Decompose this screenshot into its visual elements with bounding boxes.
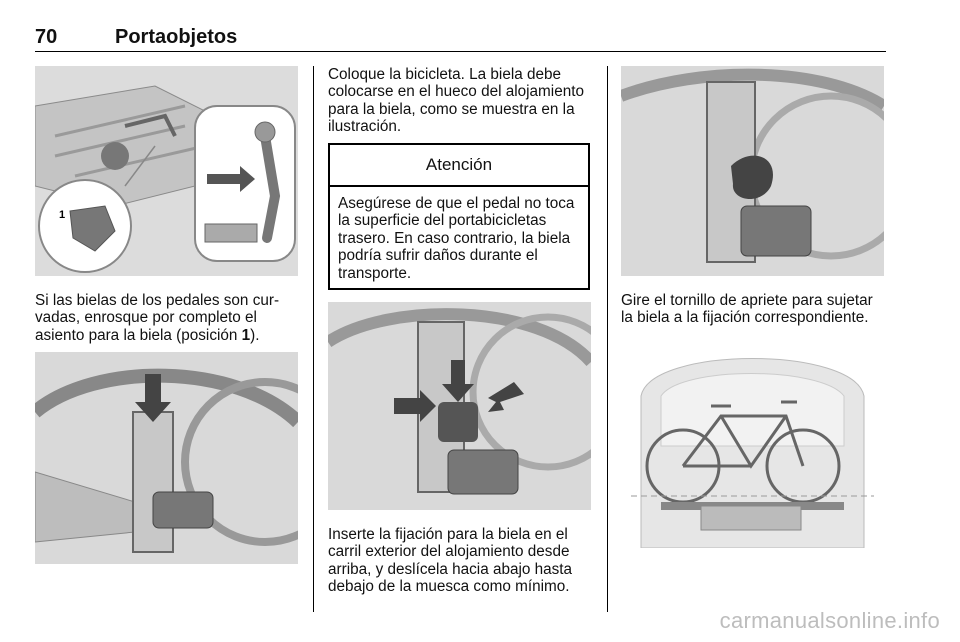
right-line-1: Gire el tornillo de apriete para sujetar bbox=[621, 292, 873, 309]
left-line-2: vadas, enrosque por completo el bbox=[35, 309, 257, 327]
page-header: 70 Portaobjetos bbox=[35, 26, 886, 48]
warning-box: Atención Asegúrese de que el pedal no to… bbox=[328, 143, 590, 290]
warning-line-3: trasero. En caso contrario, la biela bbox=[338, 229, 571, 247]
right-line-2: la biela a la fijación correspondiente. bbox=[621, 309, 869, 327]
middle-after-line-3: arriba, y deslícela hacia abajo hasta bbox=[328, 560, 573, 578]
warning-line-5: transporte. bbox=[338, 264, 412, 282]
figure-callout-1: 1 bbox=[59, 209, 65, 221]
figure-crank-seat-illustration: 1 bbox=[35, 66, 298, 276]
left-line-1: Si las bielas de los pedales son cur- bbox=[35, 292, 280, 309]
middle-after-line-4: debajo de la muesca como mínimo. bbox=[328, 578, 570, 596]
warning-line-2: la superficie del portabicicletas bbox=[338, 212, 547, 230]
figure-bike-on-carrier bbox=[35, 352, 298, 564]
header-divider bbox=[35, 51, 886, 52]
figure-car-with-bike bbox=[621, 336, 884, 548]
figure-insert-crank-fixture bbox=[328, 302, 591, 510]
figure-crank-seat-closeup: 1 bbox=[35, 66, 298, 276]
middle-after-line-2: carril exterior del alojamiento desde bbox=[328, 543, 570, 561]
section-title: Portaobjetos bbox=[115, 26, 238, 48]
left-line-3: asiento para la biela (posición bbox=[35, 326, 242, 344]
figure-tighten-screw-illustration bbox=[621, 66, 884, 276]
middle-after-line-1: Inserte la fijación para la biela en el bbox=[328, 526, 568, 543]
warning-text: Asegúrese de que el pedal no toca la sup… bbox=[330, 187, 588, 282]
column-divider-left bbox=[313, 66, 314, 612]
figure-bike-carrier-illustration bbox=[35, 352, 298, 564]
middle-intro-paragraph: Coloque la bicicleta. La biela debe colo… bbox=[328, 66, 598, 136]
column-divider-right bbox=[607, 66, 608, 612]
middle-intro-line-1: Coloque la bicicleta. La biela debe bbox=[328, 66, 562, 83]
middle-intro-line-3: para la biela, como se muestra en la bbox=[328, 100, 575, 118]
page-number: 70 bbox=[35, 26, 58, 48]
left-paragraph: Si las bielas de los pedales son cur- va… bbox=[35, 292, 305, 344]
position-number: 1 bbox=[241, 326, 251, 344]
right-paragraph: Gire el tornillo de apriete para sujetar… bbox=[621, 292, 896, 327]
middle-after-paragraph: Inserte la fijación para la biela en el … bbox=[328, 526, 603, 596]
figure-insert-fixture-illustration bbox=[328, 302, 591, 510]
watermark: carmanualsonline.info bbox=[719, 608, 940, 633]
middle-intro-line-4: ilustración. bbox=[328, 118, 402, 136]
figure-car-bike-illustration bbox=[621, 336, 884, 548]
warning-title: Atención bbox=[330, 145, 588, 187]
warning-line-1: Asegúrese de que el pedal no toca bbox=[338, 195, 575, 212]
figure-tighten-screw bbox=[621, 66, 884, 276]
warning-line-4: podría sufrir daños durante el bbox=[338, 247, 538, 265]
middle-intro-line-2: colocarse en el hueco del alojamiento bbox=[328, 83, 584, 101]
left-line-3-suffix: ). bbox=[250, 326, 260, 344]
